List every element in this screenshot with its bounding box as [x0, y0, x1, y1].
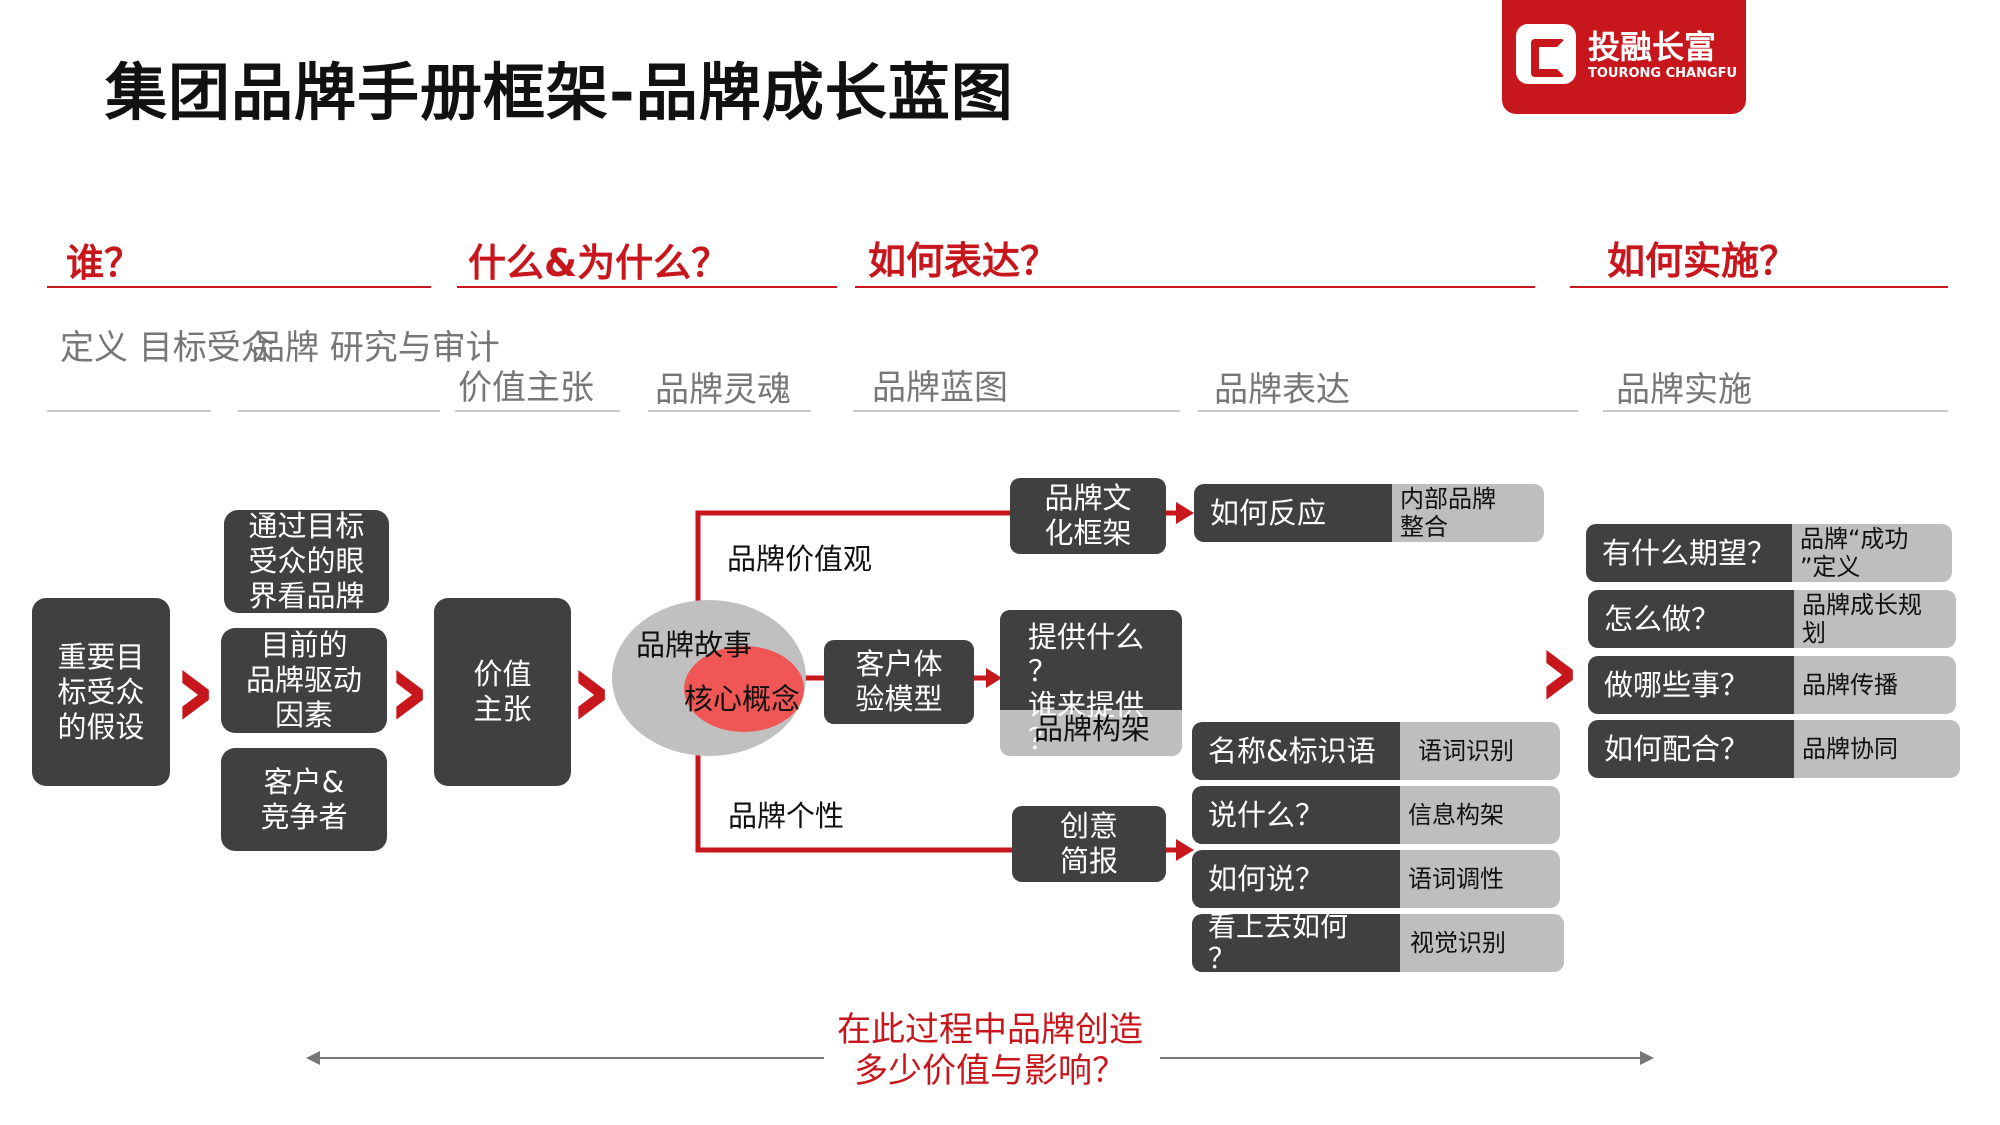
values-connector — [695, 510, 1012, 630]
culture-to-reaction-arrowhead — [1176, 502, 1194, 524]
subhead-line — [238, 410, 440, 412]
brand-story-label: 品牌故事 — [636, 628, 753, 662]
core-concept-label: 核心概念 — [684, 682, 801, 716]
bottom-arrow-left-line — [314, 1057, 824, 1059]
expression-row: 如何反应 内部品牌 整合 — [1194, 484, 1544, 542]
implement-row-label: 做哪些事？ — [1588, 656, 1794, 714]
company-logo: 投融长富 TOURONG CHANGFU — [1502, 0, 1746, 114]
expression-row-value: 信息构架 — [1400, 786, 1560, 844]
implement-row: 如何配合？ 品牌协同 — [1588, 720, 1960, 778]
expression-row-label: 如何说？ — [1192, 850, 1400, 908]
page-title: 集团品牌手册框架-品牌成长蓝图 — [105, 56, 1014, 129]
bottom-arrow-right-line — [1160, 1057, 1640, 1059]
implement-row-value: 品牌传播 — [1794, 656, 1956, 714]
section-how-implement-line — [1570, 286, 1948, 288]
chevron-right-icon: › — [568, 625, 614, 753]
brand-architecture-label: 品牌构架 — [1034, 712, 1151, 746]
subhead-research-audit: 品牌 研究与审计 — [251, 328, 500, 368]
chevron-right-icon: › — [1536, 605, 1582, 733]
subhead-line — [47, 410, 211, 412]
implement-row-value: 品牌成长规 划 — [1794, 590, 1956, 648]
section-how-express: 如何表达？ — [868, 239, 1059, 283]
expression-row-label: 看上去如何 ？ — [1192, 914, 1400, 972]
brand-eyes-box: 通过目标 受众的眼 界看品牌 — [224, 509, 389, 613]
subhead-line — [648, 410, 811, 412]
audience-hypothesis-box: 重要目 标受众 的假设 — [32, 598, 170, 786]
brief-to-expression-arrowhead — [1176, 839, 1194, 861]
section-who-line — [47, 286, 431, 288]
expression-row-value: 语词识别 — [1400, 722, 1560, 780]
bottom-question: 在此过程中品牌创造 多少价值与影响？ — [837, 1010, 1143, 1091]
logo-mark-icon — [1516, 24, 1576, 84]
creative-brief-box: 创意 简报 — [1012, 806, 1166, 882]
expression-row: 如何说？ 语词调性 — [1192, 850, 1560, 908]
customers-competitors-box: 客户& 竞争者 — [221, 748, 387, 851]
expression-row-label: 名称&标识语 — [1192, 722, 1400, 780]
section-how-express-line — [855, 286, 1535, 288]
subhead-line — [455, 410, 620, 412]
implement-row-label: 怎么做？ — [1588, 590, 1794, 648]
implement-row: 怎么做？ 品牌成长规 划 — [1588, 590, 1956, 648]
section-who: 谁？ — [66, 241, 143, 285]
experience-to-offer-arrowhead — [986, 668, 1002, 688]
implement-row-value: 品牌“成功 ”定义 — [1792, 524, 1952, 582]
subhead-line — [853, 410, 1180, 412]
brand-culture-framework-box: 品牌文 化框架 — [1010, 478, 1166, 554]
logo-text-cn: 投融长富 — [1588, 28, 1717, 66]
subhead-value-prop: 价值主张 — [458, 368, 594, 408]
expression-row-label: 如何反应 — [1194, 484, 1392, 542]
brand-values-label: 品牌价值观 — [727, 542, 873, 576]
arrow-right-icon — [1640, 1051, 1654, 1065]
section-what-why-line — [457, 286, 837, 288]
chevron-right-icon: › — [386, 625, 432, 753]
implement-row: 做哪些事？ 品牌传播 — [1588, 656, 1956, 714]
section-how-implement: 如何实施？ — [1607, 239, 1798, 283]
subhead-line — [1603, 410, 1948, 412]
implement-row-label: 如何配合？ — [1588, 720, 1794, 778]
implement-row: 有什么期望？ 品牌“成功 ”定义 — [1586, 524, 1952, 582]
section-what-why: 什么&为什么？ — [468, 241, 730, 285]
arrow-left-icon — [306, 1051, 320, 1065]
expression-row: 说什么？ 信息构架 — [1192, 786, 1560, 844]
expression-row-value: 视觉识别 — [1400, 914, 1564, 972]
subhead-brand-expression: 品牌表达 — [1214, 370, 1350, 410]
expression-row-value: 语词调性 — [1400, 850, 1560, 908]
implement-row-label: 有什么期望？ — [1586, 524, 1792, 582]
subhead-define-audience: 定义 目标受众 — [60, 328, 275, 368]
offer-who-text: 提供什么 ？ 谁来提供 ？ — [1028, 620, 1145, 756]
value-proposition-box: 价值 主张 — [434, 598, 571, 786]
subhead-brand-implementation: 品牌实施 — [1616, 370, 1752, 410]
expression-row: 名称&标识语 语词识别 — [1192, 722, 1560, 780]
personality-connector — [695, 742, 1012, 853]
expression-row-label: 说什么？ — [1192, 786, 1400, 844]
implement-row-value: 品牌协同 — [1794, 720, 1960, 778]
subhead-brand-blueprint: 品牌蓝图 — [872, 368, 1008, 408]
expression-row-value: 内部品牌 整合 — [1392, 484, 1544, 542]
brand-personality-label: 品牌个性 — [728, 799, 845, 833]
logo-text-en: TOURONG CHANGFU — [1588, 66, 1738, 81]
subhead-brand-soul: 品牌灵魂 — [655, 370, 791, 410]
core-concept-bubble — [684, 646, 804, 732]
brand-drivers-box: 目前的 品牌驱动 因素 — [221, 628, 387, 733]
subhead-line — [1198, 410, 1578, 412]
expression-row: 看上去如何 ？ 视觉识别 — [1192, 914, 1564, 972]
chevron-right-icon: › — [172, 625, 218, 753]
customer-experience-model-box: 客户体 验模型 — [824, 640, 974, 724]
offer-architecture-box: 提供什么 ？ 谁来提供 ？ 品牌构架 — [1000, 610, 1182, 756]
